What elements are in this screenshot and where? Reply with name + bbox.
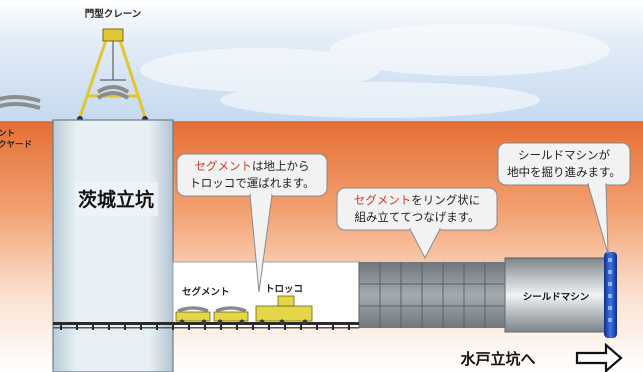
bubble-1: セグメントは地上から トロッコで運ばれます。 xyxy=(177,158,327,192)
bubble-3-line1: シールドマシンが xyxy=(518,148,610,162)
trolley-segments xyxy=(177,306,247,313)
suspended-segment xyxy=(96,85,130,100)
bubble-2-shape xyxy=(336,187,498,260)
trolley-wheels xyxy=(179,319,308,325)
stored-segments xyxy=(0,95,41,110)
direction-label: 水戸立坑へ xyxy=(460,350,535,368)
bubble-3: シールドマシンが 地中を掘り進みます。 xyxy=(498,147,630,181)
bubble-1-rest: は地上から xyxy=(252,159,310,173)
bubble-2: セグメントをリング状に 組み立ててつなげます。 xyxy=(337,192,497,226)
shield-machine xyxy=(504,252,617,338)
vertical-shaft xyxy=(52,119,174,372)
bubble-2-line2: 組み立ててつなげます。 xyxy=(354,210,480,224)
clouds xyxy=(140,24,610,118)
trolley-label: トロッコ xyxy=(265,284,303,295)
bubble-1-highlight: セグメント xyxy=(194,159,253,173)
bubble-2-highlight: セグメント xyxy=(353,193,412,207)
bubble-2-rest: をリング状に xyxy=(411,193,481,207)
yard-label-line1: ント xyxy=(0,129,15,139)
trolley-train xyxy=(175,295,313,322)
machine-label: シールドマシン xyxy=(523,292,590,303)
bubble-1-line2: トロッコで運ばれます。 xyxy=(189,176,315,190)
bubble-3-shape xyxy=(497,142,631,255)
shaft-label: 茨城立坑 xyxy=(78,188,154,211)
segment-lining xyxy=(358,262,505,328)
yard-label-line2: クヤード xyxy=(0,139,32,150)
gantry-crane xyxy=(78,28,147,118)
direction-arrow-icon xyxy=(575,342,623,372)
bubble-3-line2: 地中を掘り進みます。 xyxy=(507,165,621,179)
bubble-1-shape xyxy=(176,153,328,293)
segment-label: セグメント xyxy=(182,286,230,298)
crane-label: 門型クレーン xyxy=(85,8,142,20)
